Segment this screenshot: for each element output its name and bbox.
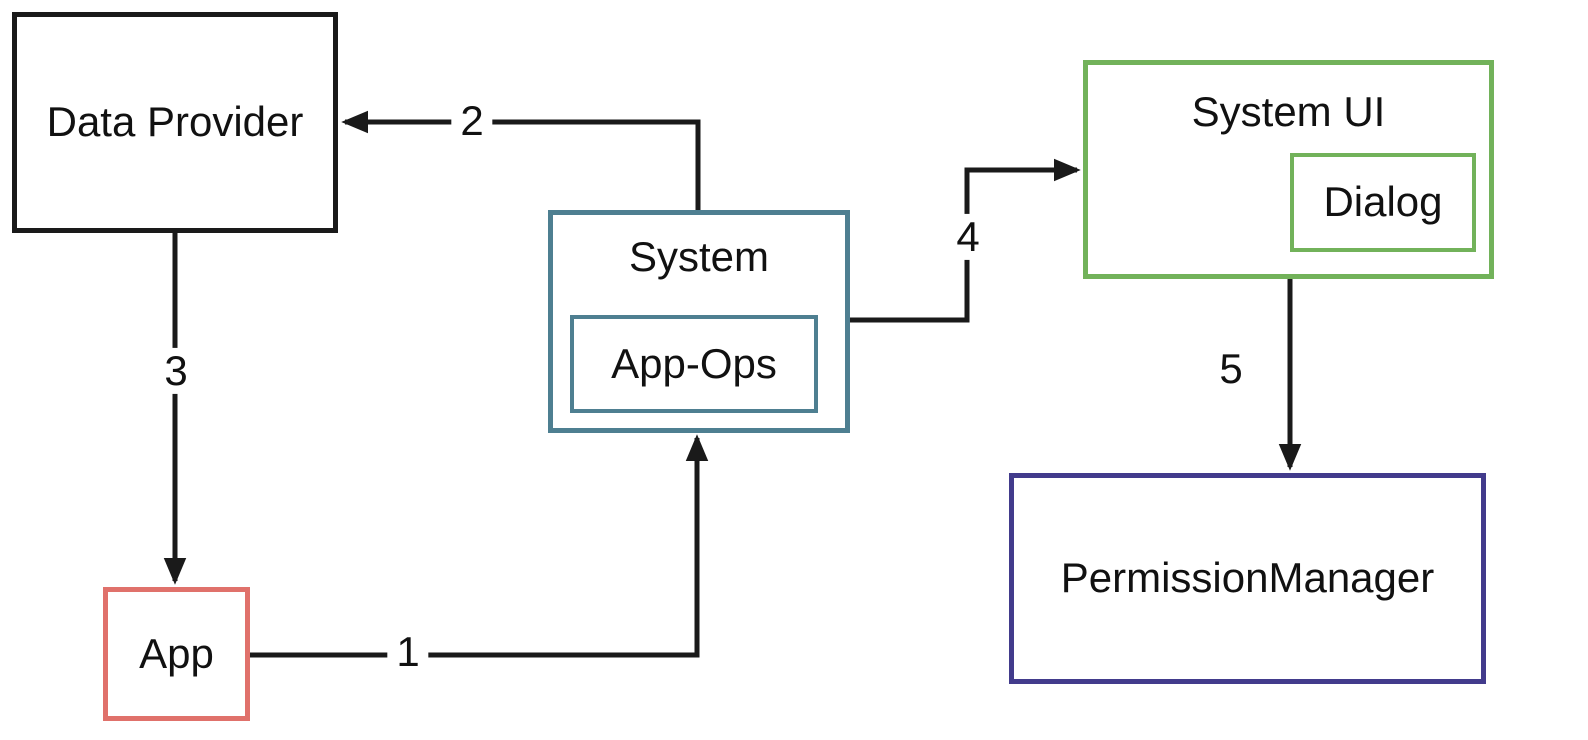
- arrow-3-label: 3: [155, 347, 197, 395]
- node-dialog-label: Dialog: [1323, 178, 1443, 226]
- node-permission-manager-label: PermissionManager: [1060, 554, 1435, 602]
- node-app-ops: App-Ops: [570, 315, 818, 413]
- node-app-label: App: [139, 629, 214, 677]
- node-data-provider-label: Data Provider: [46, 98, 304, 146]
- arrow-5-label: 5: [1210, 345, 1252, 393]
- node-system-label: System: [628, 233, 770, 280]
- node-dialog: Dialog: [1290, 153, 1476, 252]
- arrow-1-app-to-system: [250, 434, 709, 658]
- node-app-ops-label: App-Ops: [611, 339, 777, 387]
- arrow-2-label: 2: [451, 97, 493, 145]
- arrow-4-label: 4: [947, 213, 989, 261]
- node-system-ui-label: System UI: [1191, 88, 1386, 135]
- arrow-2-system-to-data-provider: [341, 110, 701, 210]
- node-data-provider: Data Provider: [12, 12, 338, 233]
- node-system: System App-Ops: [548, 210, 850, 433]
- arrow-1-label: 1: [387, 628, 429, 676]
- node-system-ui: System UI Dialog: [1083, 60, 1494, 279]
- node-app: App: [103, 587, 250, 721]
- node-permission-manager: PermissionManager: [1009, 473, 1486, 684]
